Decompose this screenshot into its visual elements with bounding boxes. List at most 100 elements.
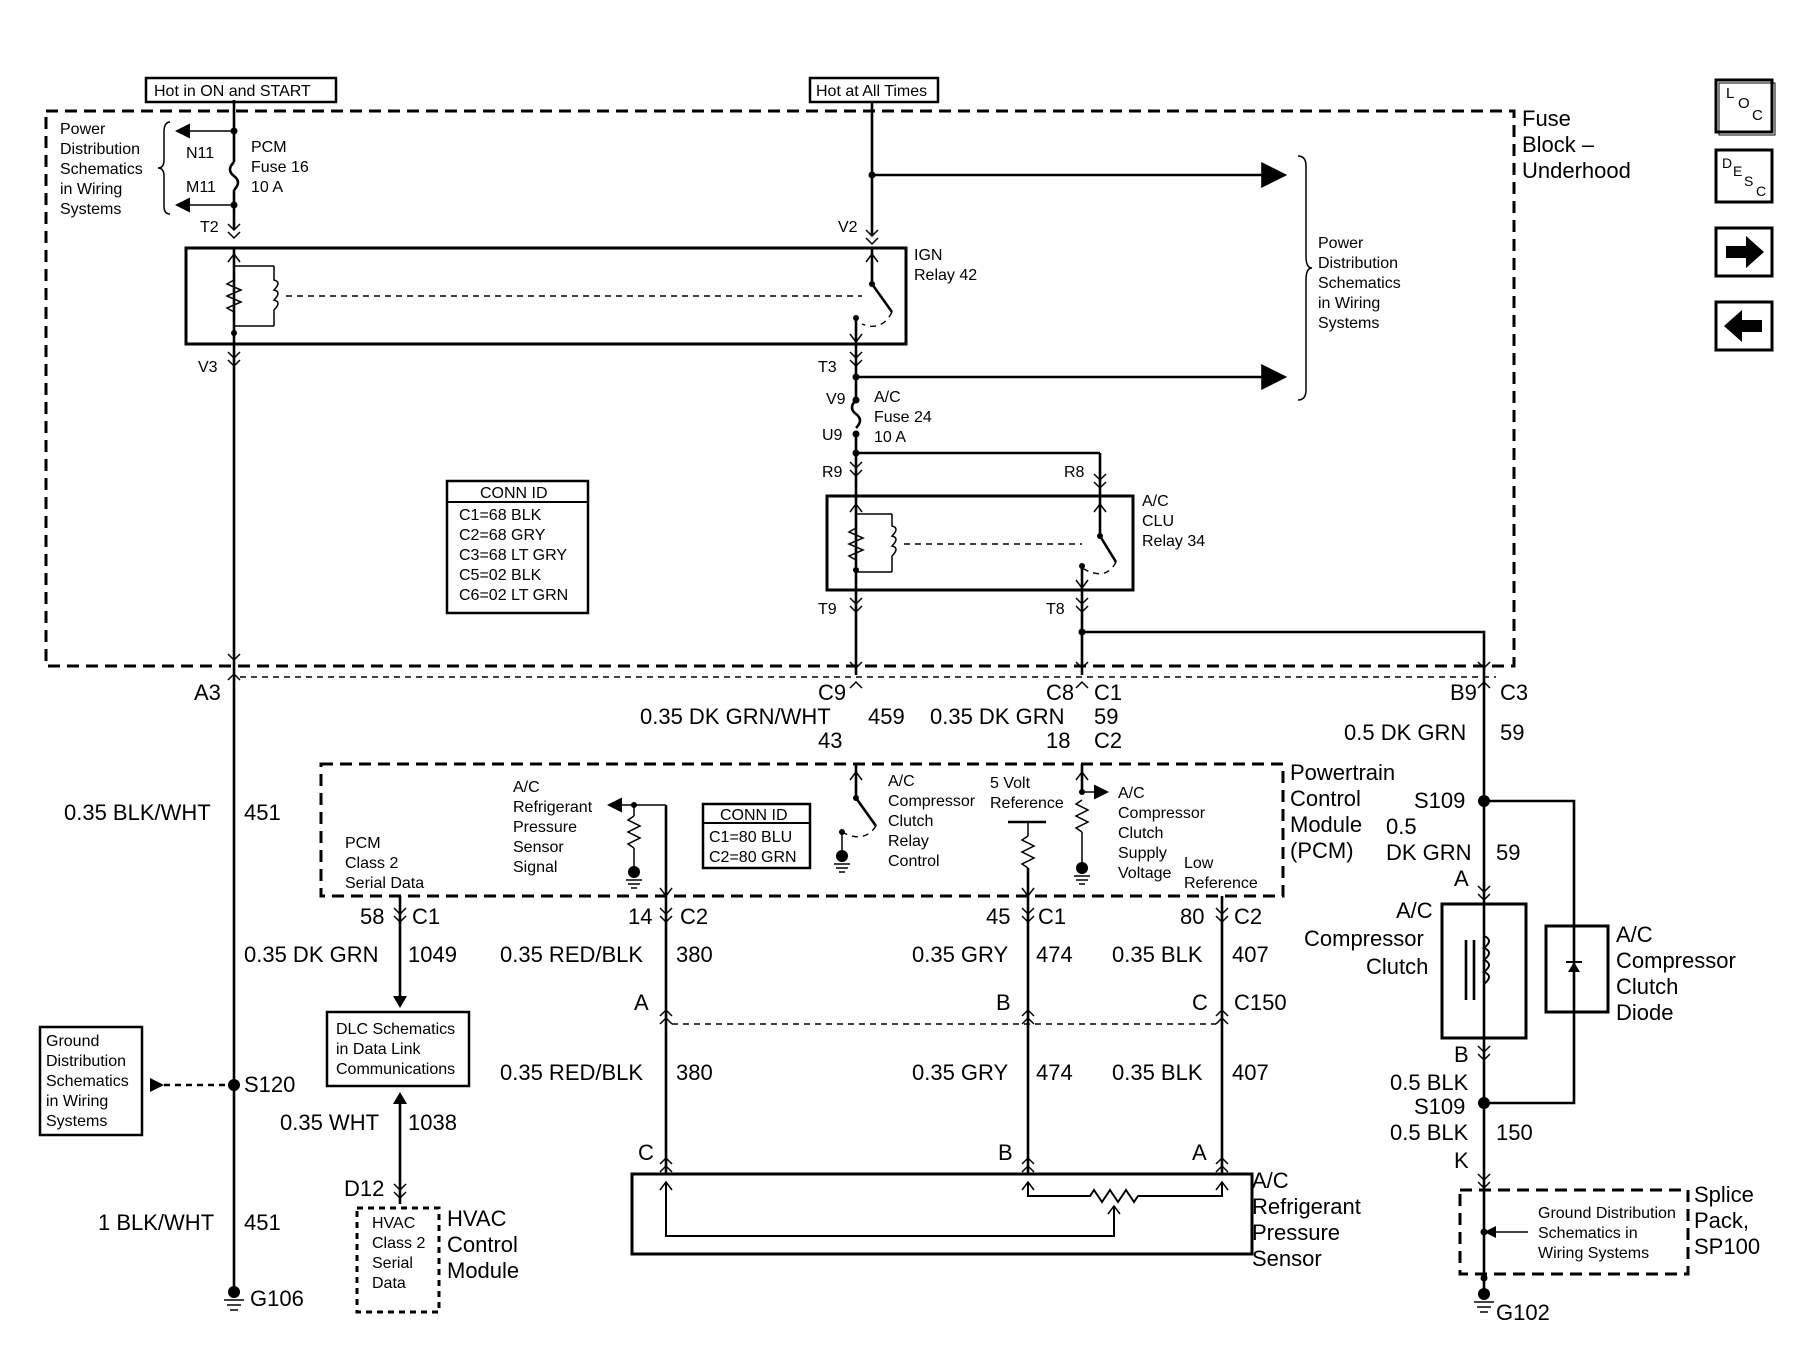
- svg-text:C1=80 BLU: C1=80 BLU: [709, 829, 792, 846]
- svg-text:14: 14: [628, 904, 652, 929]
- desc-button[interactable]: D E S C: [1714, 148, 1774, 204]
- svg-text:R9: R9: [822, 464, 843, 481]
- svg-text:Fuse 16: Fuse 16: [251, 159, 309, 176]
- svg-text:451: 451: [244, 800, 281, 825]
- pcm-harness-labels: A3 C9 0.35 DK GRN/WHT 459 43 C8 0.35 DK …: [194, 680, 1528, 753]
- svg-text:S: S: [1744, 173, 1753, 189]
- svg-text:A/C: A/C: [1142, 493, 1169, 510]
- fuse-block-border: [44, 109, 1516, 668]
- svg-text:Systems: Systems: [46, 1113, 107, 1130]
- svg-text:B: B: [1454, 1042, 1469, 1067]
- svg-text:1038: 1038: [408, 1110, 457, 1135]
- svg-text:Reference: Reference: [990, 795, 1064, 812]
- svg-text:C2: C2: [680, 904, 708, 929]
- svg-text:0.5 BLK: 0.5 BLK: [1390, 1120, 1469, 1145]
- right-brace: [1297, 155, 1313, 401]
- svg-text:C5=02 BLK: C5=02 BLK: [459, 567, 542, 584]
- conn-id-table-1: CONN ID C1=68 BLK C2=68 GRY C3=68 LT GRY…: [445, 479, 590, 615]
- svg-text:C8: C8: [1046, 680, 1074, 705]
- svg-text:Schematics: Schematics: [60, 161, 143, 178]
- svg-text:HVAC: HVAC: [447, 1206, 507, 1231]
- right-arrow-icon: [1726, 236, 1764, 268]
- svg-text:Compressor: Compressor: [1616, 948, 1736, 973]
- svg-text:Splice: Splice: [1694, 1182, 1754, 1207]
- svg-text:A/C: A/C: [888, 773, 915, 790]
- svg-text:D: D: [1722, 155, 1732, 171]
- svg-text:C150: C150: [1234, 990, 1287, 1015]
- svg-text:Distribution: Distribution: [60, 141, 140, 158]
- svg-text:C1: C1: [1038, 904, 1066, 929]
- svg-text:380: 380: [676, 942, 713, 967]
- c150-connector-labels: A B C C150: [634, 990, 1287, 1015]
- svg-text:C6=02 LT GRN: C6=02 LT GRN: [459, 587, 568, 604]
- svg-text:T8: T8: [1046, 601, 1065, 618]
- svg-text:Systems: Systems: [60, 201, 121, 218]
- svg-text:Fuse 24: Fuse 24: [874, 409, 932, 426]
- svg-text:Module: Module: [447, 1258, 519, 1283]
- pcm-5v-reference-circuit: 5 Volt Reference: [990, 775, 1064, 898]
- svg-text:Ground Distribution: Ground Distribution: [1538, 1205, 1676, 1222]
- svg-text:in Wiring: in Wiring: [1318, 295, 1380, 312]
- pcm-relay-control-circuit: A/C Compressor Clutch Relay Control: [834, 764, 976, 873]
- svg-text:A/C: A/C: [1252, 1168, 1289, 1193]
- svg-text:K: K: [1454, 1148, 1469, 1173]
- svg-text:T9: T9: [818, 601, 837, 618]
- hot-at-all-times-label: Hot at All Times: [808, 76, 940, 104]
- svg-text:Hot at All Times: Hot at All Times: [816, 83, 927, 100]
- loc-button[interactable]: L O C: [1714, 78, 1776, 136]
- svg-text:45: 45: [986, 904, 1010, 929]
- svg-text:0.35 DK GRN: 0.35 DK GRN: [244, 942, 379, 967]
- svg-text:D12: D12: [344, 1176, 384, 1201]
- svg-text:C: C: [1752, 107, 1763, 124]
- svg-text:S120: S120: [244, 1072, 295, 1097]
- svg-text:A: A: [1454, 866, 1469, 891]
- ign-relay-42: IGN Relay 42: [184, 246, 977, 346]
- pcm-fuse-16: N11 M11 T2 PCM Fuse 16 10 A: [186, 100, 309, 240]
- svg-text:Compressor: Compressor: [888, 793, 976, 810]
- svg-text:0.35 RED/BLK: 0.35 RED/BLK: [500, 942, 643, 967]
- svg-text:0.35 GRY: 0.35 GRY: [912, 942, 1009, 967]
- svg-text:L: L: [1726, 85, 1734, 102]
- svg-text:V3: V3: [198, 359, 218, 376]
- svg-text:Schematics in: Schematics in: [1538, 1225, 1638, 1242]
- svg-text:59: 59: [1094, 704, 1118, 729]
- svg-text:in Wiring: in Wiring: [60, 181, 122, 198]
- svg-text:0.5 DK GRN: 0.5 DK GRN: [1344, 720, 1466, 745]
- svg-text:SP100: SP100: [1694, 1234, 1760, 1259]
- svg-text:0.5 BLK: 0.5 BLK: [1390, 1070, 1469, 1095]
- svg-text:Pressure: Pressure: [1252, 1220, 1340, 1245]
- svg-text:0.35 DK GRN/WHT: 0.35 DK GRN/WHT: [640, 704, 831, 729]
- left-arrow-icon: [1724, 310, 1762, 342]
- hvac-control-module: HVAC Class 2 Serial Data HVAC Control Mo…: [355, 1206, 519, 1314]
- svg-text:Pressure: Pressure: [513, 819, 577, 836]
- next-arrow-button[interactable]: [1714, 226, 1774, 278]
- svg-text:Reference: Reference: [1184, 875, 1258, 892]
- svg-text:1 BLK/WHT: 1 BLK/WHT: [98, 1210, 214, 1235]
- svg-text:A: A: [1192, 1140, 1207, 1165]
- svg-text:Signal: Signal: [513, 859, 557, 876]
- svg-text:Sensor: Sensor: [513, 839, 564, 856]
- svg-text:C1: C1: [412, 904, 440, 929]
- svg-text:Refrigerant: Refrigerant: [1252, 1194, 1361, 1219]
- svg-text:DK GRN: DK GRN: [1386, 840, 1472, 865]
- svg-text:C2=80 GRN: C2=80 GRN: [709, 849, 797, 866]
- svg-text:A/C: A/C: [1396, 898, 1433, 923]
- dlc-schematics-box: DLC Schematics in Data Link Communicatio…: [325, 1010, 471, 1088]
- svg-text:0.5: 0.5: [1386, 814, 1417, 839]
- hvac-wire-labels: 0.35 WHT 1038 D12: [280, 1110, 457, 1201]
- svg-text:Control: Control: [888, 853, 940, 870]
- svg-text:V2: V2: [838, 219, 858, 236]
- svg-text:0.35 GRY: 0.35 GRY: [912, 1060, 1009, 1085]
- left-brace: [157, 121, 171, 215]
- ground-distribution-left: Ground Distribution Schematics in Wiring…: [38, 1025, 144, 1137]
- ground-g102-icon: [1474, 1301, 1494, 1313]
- svg-text:C2: C2: [1234, 904, 1262, 929]
- pcm-supply-voltage-circuit: A/C Compressor Clutch Supply Voltage Low…: [1074, 764, 1258, 892]
- prev-arrow-button[interactable]: [1714, 300, 1774, 352]
- svg-text:C1=68 BLK: C1=68 BLK: [459, 507, 542, 524]
- svg-text:C3=68 LT GRY: C3=68 LT GRY: [459, 547, 567, 564]
- svg-text:E: E: [1733, 163, 1742, 179]
- svg-text:Distribution: Distribution: [1318, 255, 1398, 272]
- svg-text:Class 2: Class 2: [372, 1235, 425, 1252]
